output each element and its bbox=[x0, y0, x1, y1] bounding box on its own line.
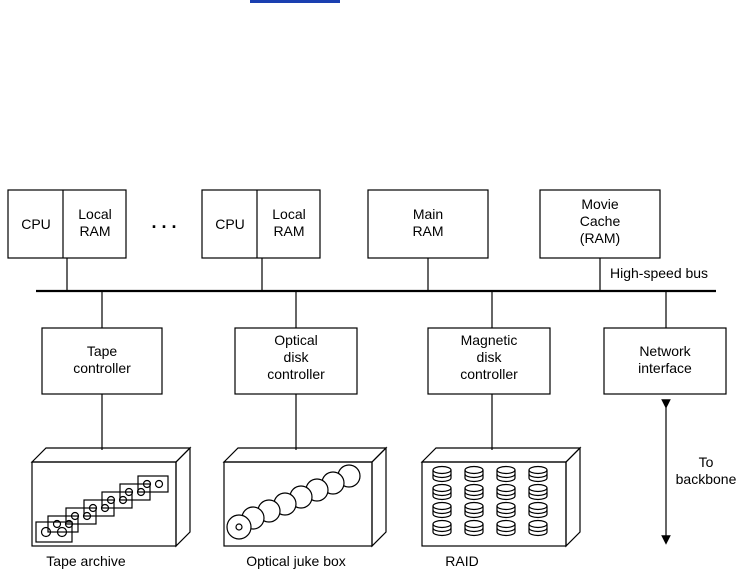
tape-controller-label-b: controller bbox=[73, 360, 131, 376]
local-ram-label-2a: Local bbox=[272, 206, 305, 222]
bus-label: High-speed bus bbox=[610, 265, 708, 281]
disk-stack-icon bbox=[433, 521, 451, 536]
magnetic-controller-label-a: Magnetic bbox=[461, 332, 518, 348]
main-ram-label-b: RAM bbox=[412, 223, 443, 239]
main-ram-label-a: Main bbox=[413, 206, 443, 222]
optical-controller-label-a: Optical bbox=[274, 332, 318, 348]
optical-disc-icons bbox=[227, 465, 360, 539]
disk-stack-icon bbox=[497, 467, 515, 482]
disk-stack-icon bbox=[497, 485, 515, 500]
disk-stack-icon bbox=[497, 503, 515, 518]
local-ram-label-2b: RAM bbox=[273, 223, 304, 239]
disk-stack-icon bbox=[529, 521, 547, 536]
ellipsis: . . . bbox=[151, 212, 176, 232]
local-ram-label-1b: RAM bbox=[79, 223, 110, 239]
disk-stack-icon bbox=[465, 467, 483, 482]
disk-stack-icon bbox=[433, 503, 451, 518]
disk-stack-icon bbox=[529, 503, 547, 518]
tape-archive-label: Tape archive bbox=[46, 553, 126, 569]
cpu-label-2: CPU bbox=[215, 216, 245, 232]
tape-archive-device bbox=[32, 448, 190, 546]
disk-stack-icon bbox=[465, 521, 483, 536]
disk-stack-icon bbox=[529, 485, 547, 500]
backbone-label-b: backbone bbox=[676, 471, 737, 487]
disk-stack-icon bbox=[529, 467, 547, 482]
disk-stack-icon bbox=[497, 521, 515, 536]
local-ram-label-1a: Local bbox=[78, 206, 111, 222]
network-interface-label-b: interface bbox=[638, 360, 692, 376]
optical-jukebox-label: Optical juke box bbox=[246, 553, 346, 569]
raid-device bbox=[422, 448, 580, 546]
magnetic-controller-label-c: controller bbox=[460, 366, 518, 382]
tape-cartridge-icons bbox=[36, 476, 168, 542]
tape-controller-label-a: Tape bbox=[87, 343, 118, 359]
cpu-label-1: CPU bbox=[21, 216, 51, 232]
disk-stack-icon bbox=[433, 485, 451, 500]
magnetic-controller-label-b: disk bbox=[477, 349, 503, 365]
network-interface-label-a: Network bbox=[639, 343, 691, 359]
optical-controller-label-c: controller bbox=[267, 366, 325, 382]
movie-cache-label-c: (RAM) bbox=[580, 230, 620, 246]
optical-jukebox-device bbox=[224, 448, 386, 546]
movie-cache-label-b: Cache bbox=[580, 213, 621, 229]
disk-stack-icon bbox=[433, 467, 451, 482]
disk-stack-icon bbox=[465, 503, 483, 518]
backbone-label-a: To bbox=[699, 454, 714, 470]
disk-stack-icons bbox=[433, 467, 547, 536]
movie-cache-label-a: Movie bbox=[581, 196, 619, 212]
raid-label: RAID bbox=[445, 553, 478, 569]
optical-controller-label-b: disk bbox=[284, 349, 310, 365]
disk-stack-icon bbox=[465, 485, 483, 500]
